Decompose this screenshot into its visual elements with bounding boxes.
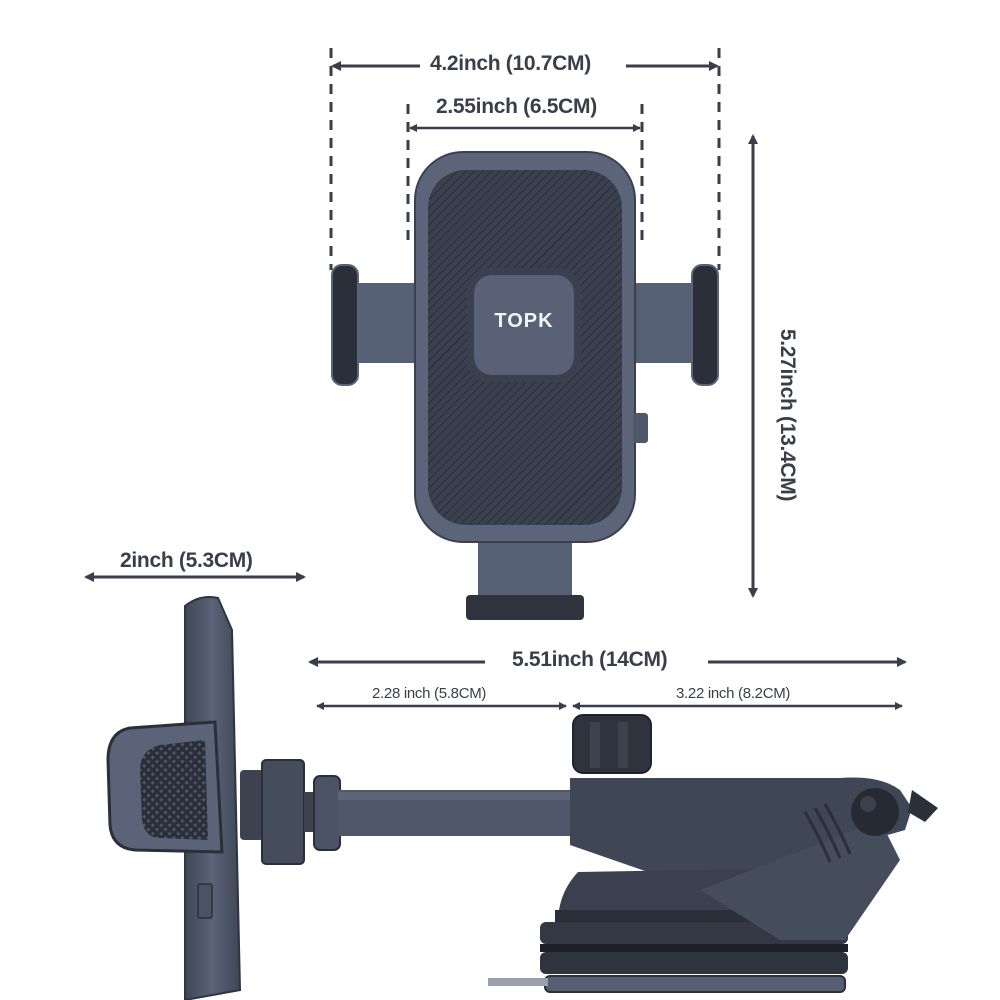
cradle-width-label: 2.55inch (6.5CM)	[430, 95, 603, 119]
arm-segment-2-label: 3.22 inch (8.2CM)	[676, 685, 791, 702]
width-dimension-lines	[329, 48, 721, 270]
arm-segment-1-label: 2.28 inch (5.8CM)	[372, 685, 487, 702]
brand-logo: TOPK	[494, 310, 554, 332]
total-width-label: 4.2inch (10.7CM)	[424, 52, 597, 76]
arm-dimension-lines	[308, 657, 907, 710]
arm-length-label: 5.51inch (14CM)	[506, 648, 674, 672]
total-height-label: 5.27inch (13.4CM)	[776, 328, 799, 502]
phone-holder-side-view	[106, 596, 938, 1000]
phone-holder-front-view	[331, 151, 719, 620]
depth-label: 2inch (5.3CM)	[120, 549, 253, 572]
